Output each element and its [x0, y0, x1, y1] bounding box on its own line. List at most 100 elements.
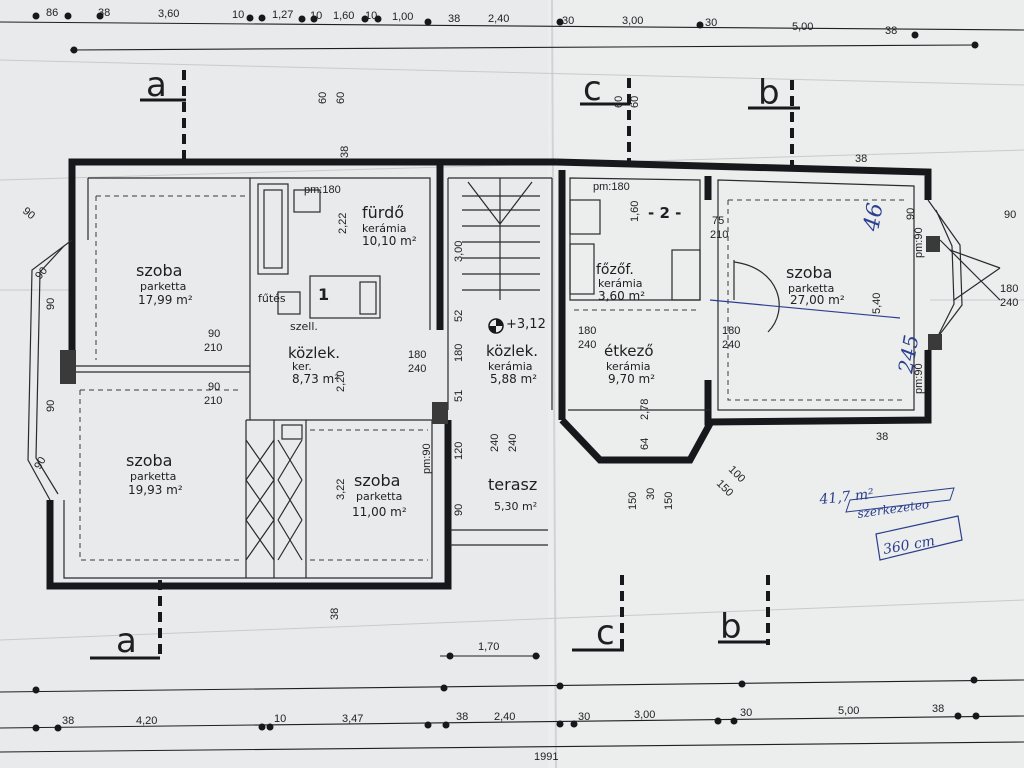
exterior-walls	[46, 158, 932, 590]
bottom-dim-11: 38	[932, 703, 944, 715]
room-floor: kerámia	[606, 360, 651, 373]
room-terasz: terasz 5,30 m²	[488, 475, 537, 513]
dim-60b: 60	[335, 92, 347, 104]
section-b-bottom: b	[720, 607, 742, 647]
right-dim-2: 90	[1004, 209, 1016, 221]
dim-door-210-a: 210	[204, 342, 222, 354]
top-dim-15: 5,00	[792, 21, 813, 33]
right-dim-4: 240	[1000, 297, 1018, 309]
section-c-bottom: c	[596, 613, 615, 653]
left-dim-5: 90	[32, 455, 49, 472]
room-floor: parketta	[788, 282, 834, 295]
room-szoba-mid: szoba parketta 11,00 m²	[352, 471, 407, 519]
dim-38a: 38	[339, 146, 351, 158]
dim-180-b: 180	[578, 325, 596, 337]
top-dim-13: 3,00	[622, 15, 643, 27]
dim-180: 180	[453, 344, 465, 362]
section-c-top: c	[583, 69, 602, 109]
dim-door-90-a: 90	[208, 328, 220, 340]
top-dim-12: 30	[562, 15, 574, 27]
dim-220: 2,20	[335, 371, 347, 392]
section-b-top: b	[758, 73, 780, 113]
dim-30: 30	[645, 488, 657, 500]
dim-240-b: 240	[578, 339, 596, 351]
left-dim-2: 90	[45, 298, 57, 310]
pillar-right-2	[928, 334, 942, 350]
pillar-right-1	[926, 236, 940, 252]
room-name: szoba	[136, 261, 182, 280]
chimney-left	[60, 350, 76, 384]
pillar-mid	[432, 402, 448, 424]
dim-322: 3,22	[335, 479, 347, 500]
room-area: 8,73 m²	[292, 372, 339, 386]
dim-pm180-a: pm:180	[304, 184, 341, 196]
room-name: étkező	[604, 342, 654, 360]
dim-64: 64	[639, 438, 651, 450]
bottom-dim-6: 2,40	[494, 711, 515, 723]
room-area: 17,99 m²	[138, 293, 193, 307]
top-dim-3: 3,60	[158, 8, 179, 20]
top-dimension-line: 86 38 3,60 10 1,27 10 1,60 10 1,00 38 2,…	[0, 7, 1024, 54]
level-marker: +3,12	[488, 317, 546, 334]
dim-160: 1,60	[629, 201, 641, 222]
room-szoba-nw: szoba parketta 17,99 m²	[136, 261, 193, 307]
room-floor: parketta	[140, 280, 186, 293]
dim-210-kitchen: 210	[710, 229, 728, 241]
top-dim-1: 86	[46, 7, 58, 19]
dim-pm180-b: pm:180	[593, 181, 630, 193]
bottom-dim-1: 38	[62, 715, 74, 727]
room-floor: kerámia	[598, 277, 643, 290]
section-markers: a a c c b b	[90, 65, 800, 661]
room-furdo: fürdő kerámia 10,10 m²	[362, 203, 417, 248]
dim-52: 52	[453, 310, 465, 322]
dim-stair-300: 3,00	[453, 241, 465, 262]
dim-pm90-c: pm:90	[913, 363, 925, 394]
room-name: terasz	[488, 475, 537, 494]
dim-pm90-b: pm:90	[913, 227, 925, 258]
bottom-dimension-line: 1,70 38 4,20 10 3,47 38 2,40 30 3,00 30 …	[0, 641, 1024, 763]
room-area: 3,60 m²	[598, 289, 645, 303]
room-floor: ker.	[292, 360, 312, 373]
room-szoba-e: szoba parketta 27,00 m²	[786, 263, 845, 307]
room-name: fürdő	[362, 203, 404, 222]
room-area: 9,70 m²	[608, 372, 655, 386]
hand-area-total: 41,7 m²	[818, 486, 875, 508]
room-etkezo: étkező kerámia 9,70 m²	[604, 342, 655, 386]
room-kozlek-1: közlek. ker. 8,73 m²	[288, 344, 340, 386]
room-area: 10,10 m²	[362, 234, 417, 248]
bottom-dim-9: 30	[740, 707, 752, 719]
dim-180-a: 180	[408, 349, 426, 361]
dim-90: 90	[453, 504, 465, 516]
staircase	[462, 178, 540, 300]
top-dim-5: 1,27	[272, 9, 293, 21]
room-area: 5,30 m²	[494, 500, 537, 513]
unit-1-marker: 1	[318, 285, 329, 304]
bottom-dim-7: 30	[578, 711, 590, 723]
dim-51: 51	[453, 390, 465, 402]
dim-278: 2,78	[639, 399, 651, 420]
bathroom-fixtures	[257, 183, 381, 440]
dim-38b: 38	[855, 153, 867, 165]
room-fozo: főzőf. kerámia 3,60 m²	[596, 262, 645, 303]
room-name: főzőf.	[596, 262, 634, 278]
room-area: 27,00 m²	[790, 293, 845, 307]
unit-2-marker: - 2 -	[648, 204, 681, 222]
room-area: 11,00 m²	[352, 505, 407, 519]
kitchen-fixtures	[569, 199, 780, 333]
dim-240-terrace-a: 240	[489, 434, 501, 452]
bottom-dim-170: 1,70	[478, 641, 499, 653]
right-dimensions: 90 90 180 240 5,40	[871, 208, 1018, 314]
section-a-bottom: a	[116, 621, 137, 661]
bay-windows	[27, 199, 1001, 501]
dim-150-a: 150	[627, 492, 639, 510]
left-dim-3: 90	[45, 400, 57, 412]
bottom-dim-10: 5,00	[838, 705, 859, 717]
dim-240-a: 240	[408, 363, 426, 375]
bottom-dim-8: 3,00	[634, 709, 655, 721]
room-name: szoba	[786, 263, 832, 282]
bottom-dim-5: 38	[456, 711, 468, 723]
dim-38d: 38	[329, 608, 341, 620]
dim-38c: 38	[876, 431, 888, 443]
top-dim-6: 10	[310, 10, 322, 22]
